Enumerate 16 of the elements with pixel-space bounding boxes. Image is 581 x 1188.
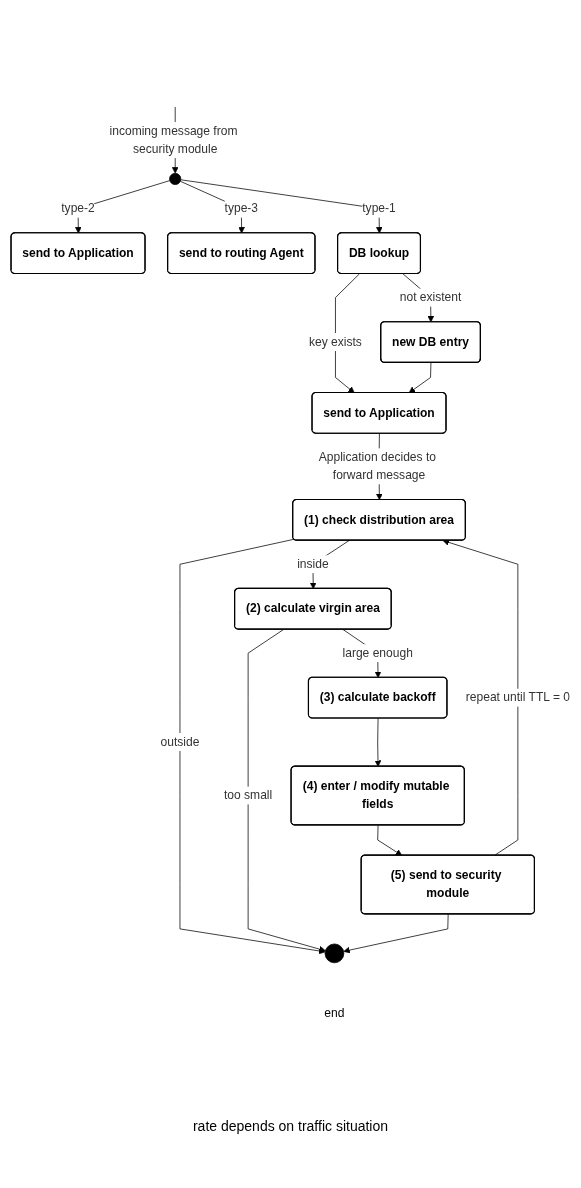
edge-label: key exists	[308, 335, 362, 349]
node-label: end	[324, 1006, 345, 1020]
edge-label: large enough	[342, 646, 413, 660]
edge-label: type-2	[61, 201, 95, 215]
edge-label: too small	[223, 788, 273, 802]
node-circle	[169, 172, 182, 185]
edge-label: type-3	[224, 201, 259, 215]
edge-label: outside	[160, 735, 200, 749]
edge-label: incoming message from security module	[109, 124, 238, 156]
note-text: rate depends on traffic situation	[191, 1118, 390, 1134]
edge-label: not existent	[399, 290, 462, 304]
edge-label: Application decides to forward message	[318, 450, 436, 482]
edge-label: type-1	[362, 201, 396, 215]
edge-label: inside	[297, 557, 329, 571]
edge-label: repeat until TTL = 0	[465, 690, 570, 704]
node-circle	[324, 943, 345, 964]
